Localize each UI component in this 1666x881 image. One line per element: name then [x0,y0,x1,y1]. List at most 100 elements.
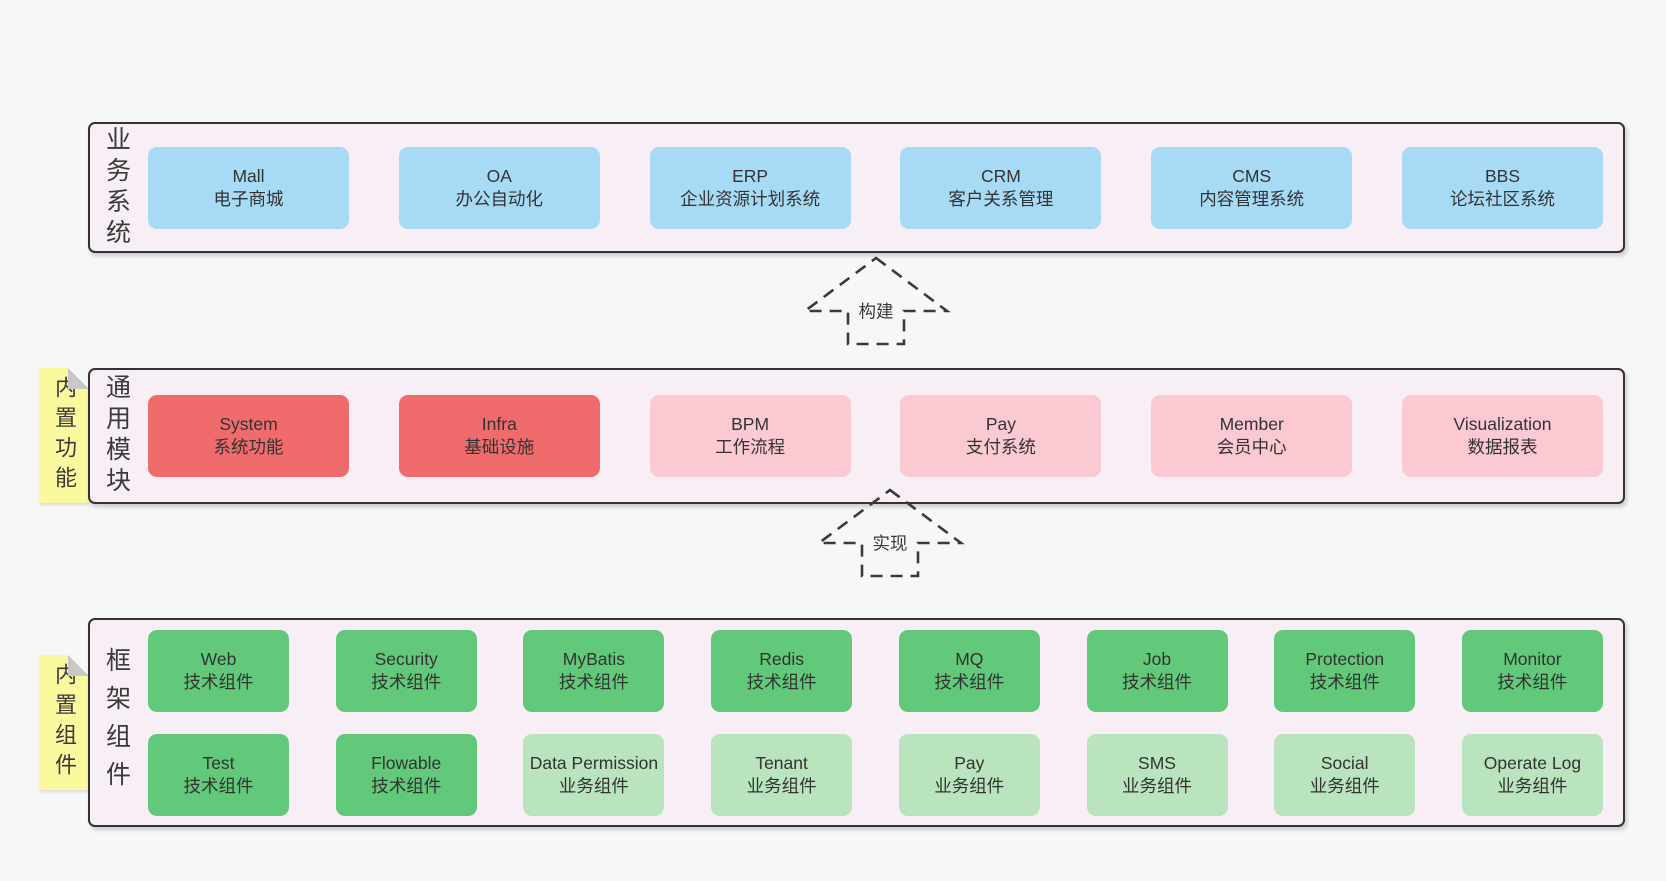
box-cms-name: CMS [1232,165,1272,186]
box-social-name: Social [1320,752,1369,773]
box-monitor-sub: 技术组件 [1497,671,1568,692]
box-flowable-name: Flowable [371,752,442,773]
business-systems-row: Mall 电子商城 OA 办公自动化 ERP 企业资源计划系统 CRM 客户关系… [142,146,1623,229]
box-job-name: Job [1142,648,1172,669]
box-operate-log-name: Operate Log [1483,752,1582,773]
box-job-sub: 技术组件 [1122,671,1193,692]
box-web-name: Web [200,648,237,669]
band-common-modules: 通用模块 System 系统功能 Infra 基础设施 BPM 工作流程 Pay… [88,368,1625,504]
box-pay-component-sub: 业务组件 [934,775,1005,796]
box-mybatis: MyBatis 技术组件 [523,629,665,712]
box-bpm-sub: 工作流程 [715,437,786,457]
arrow-implement-label: 实现 [869,529,911,557]
box-mq: MQ 技术组件 [898,629,1040,712]
box-social: Social 业务组件 [1274,733,1416,816]
box-monitor-name: Monitor [1503,648,1562,669]
box-security-sub: 技术组件 [371,671,442,692]
box-bpm: BPM 工作流程 [649,395,851,477]
framework-row-2: Test 技术组件 Flowable 技术组件 Data Permission … [148,733,1603,816]
box-security-name: Security [374,648,438,669]
box-infra-sub: 基础设施 [464,437,535,457]
box-protection-name: Protection [1305,648,1385,669]
box-monitor: Monitor 技术组件 [1461,629,1603,712]
box-bbs-name: BBS [1484,165,1520,186]
box-visualization: Visualization 数据报表 [1401,395,1603,477]
box-test-sub: 技术组件 [183,775,254,796]
arrow-build-label: 构建 [855,297,897,325]
box-pay-component-name: Pay [954,752,985,773]
box-operate-log-sub: 业务组件 [1497,775,1568,796]
box-job: Job 技术组件 [1086,629,1228,712]
box-cms: CMS 内容管理系统 [1151,146,1353,229]
box-visualization-name: Visualization [1453,414,1552,434]
box-mq-name: MQ [955,648,984,669]
box-system-name: System [219,414,278,434]
box-mall-name: Mall [232,165,265,186]
box-cms-sub: 内容管理系统 [1199,188,1305,209]
box-tenant-sub: 业务组件 [746,775,817,796]
box-test: Test 技术组件 [148,733,289,816]
box-member-sub: 会员中心 [1216,437,1287,457]
box-data-permission-sub: 业务组件 [558,775,629,796]
box-oa-sub: 办公自动化 [455,188,544,209]
box-mybatis-sub: 技术组件 [558,671,629,692]
box-protection-sub: 技术组件 [1309,671,1380,692]
arrow-build: 构建 [801,254,951,348]
box-pay-module: Pay 支付系统 [900,395,1102,477]
framework-row-1: Web 技术组件 Security 技术组件 MyBatis 技术组件 Redi… [148,629,1603,712]
box-redis-sub: 技术组件 [746,671,817,692]
box-data-permission-name: Data Permission [529,752,659,773]
box-erp: ERP 企业资源计划系统 [649,146,851,229]
band-business-systems-label: 业务系统 [102,125,131,250]
box-mybatis-name: MyBatis [562,648,626,669]
box-pay-module-name: Pay [985,414,1016,434]
box-bpm-name: BPM [731,414,770,434]
box-pay-module-sub: 支付系统 [965,437,1036,457]
box-web: Web 技术组件 [148,629,289,712]
box-infra-name: Infra [481,414,517,434]
box-oa: OA 办公自动化 [398,146,600,229]
box-test-name: Test [202,752,235,773]
box-web-sub: 技术组件 [183,671,254,692]
note-built-in-components: 内置组件 [39,655,89,790]
band-framework-components-label: 框架组件 [102,646,131,799]
box-data-permission: Data Permission 业务组件 [523,733,665,816]
box-system-sub: 系统功能 [213,437,284,457]
box-pay-component: Pay 业务组件 [898,733,1040,816]
box-operate-log: Operate Log 业务组件 [1461,733,1603,816]
box-mall-sub: 电子商城 [213,188,284,209]
band-common-modules-label: 通用模块 [102,374,131,498]
box-crm: CRM 客户关系管理 [900,146,1102,229]
box-flowable: Flowable 技术组件 [335,733,477,816]
box-visualization-sub: 数据报表 [1467,437,1538,457]
box-tenant: Tenant 业务组件 [711,733,853,816]
box-erp-sub: 企业资源计划系统 [680,188,821,209]
box-social-sub: 业务组件 [1309,775,1380,796]
box-crm-sub: 客户关系管理 [948,188,1054,209]
box-sms-name: SMS [1138,752,1176,773]
box-sms-sub: 业务组件 [1122,775,1193,796]
band-framework-components: 框架组件 Web 技术组件 Security 技术组件 MyBatis 技术组件… [88,618,1625,827]
framework-components-grid: Web 技术组件 Security 技术组件 MyBatis 技术组件 Redi… [142,629,1623,816]
box-infra: Infra 基础设施 [398,395,600,477]
up-block-arrow-icon [801,256,951,346]
box-tenant-name: Tenant [755,752,808,773]
box-mq-sub: 技术组件 [934,671,1005,692]
note-built-in-features: 内置功能 [39,368,89,503]
box-redis: Redis 技术组件 [711,629,853,712]
box-oa-name: OA [486,165,512,186]
arrow-implement: 实现 [815,486,965,580]
box-redis-name: Redis [759,648,804,669]
box-erp-name: ERP [732,165,769,186]
box-protection: Protection 技术组件 [1274,629,1416,712]
box-crm-name: CRM [980,165,1021,186]
box-bbs: BBS 论坛社区系统 [1401,146,1603,229]
up-block-arrow-icon [815,488,965,578]
box-flowable-sub: 技术组件 [371,775,442,796]
box-bbs-sub: 论坛社区系统 [1449,188,1555,209]
box-member: Member 会员中心 [1151,395,1353,477]
box-sms: SMS 业务组件 [1086,733,1228,816]
band-business-systems: 业务系统 Mall 电子商城 OA 办公自动化 ERP 企业资源计划系统 CRM… [88,122,1625,253]
box-security: Security 技术组件 [335,629,477,712]
